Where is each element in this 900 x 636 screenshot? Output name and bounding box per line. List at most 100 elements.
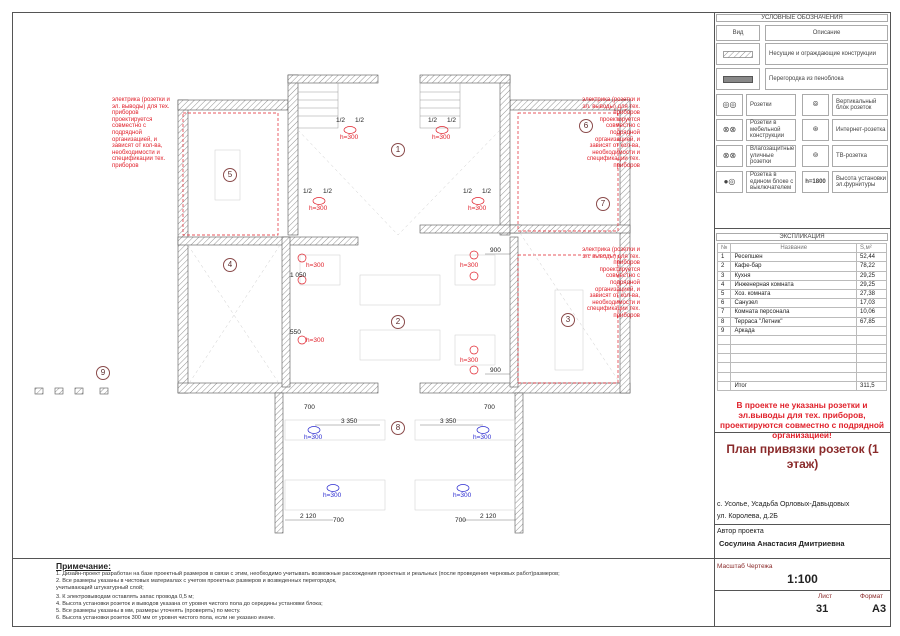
- fraction-label: 1/2: [303, 188, 313, 195]
- stairs: [297, 82, 461, 129]
- height-label-outdoor: h=300: [453, 492, 472, 499]
- dimension-lines: [285, 253, 515, 521]
- legend-symbol-label: Вертикальный блок розеток: [832, 94, 888, 116]
- scale-label: Масштаб Чертежа: [717, 563, 773, 570]
- note-line: 1. Дизайн-проект разработан на базе прое…: [56, 571, 560, 577]
- note-line: 2. Все размеры указаны в чистовых матери…: [56, 578, 337, 584]
- legend-col-desc: Описание: [765, 25, 888, 41]
- socket-icons: [297, 126, 485, 375]
- address-line-2: ул. Королева, д.2Б: [717, 513, 778, 520]
- note-line: учитывающий штукатурный слой;: [56, 585, 144, 591]
- author-label: Автор проекта: [717, 528, 764, 535]
- tech-annotation-left: электрика (розетки и эл. выводы) для тех…: [112, 97, 170, 169]
- height-label-outdoor: h=300: [473, 434, 492, 441]
- note-line: 5. Все размеры указаны в мм, размеры уто…: [56, 608, 241, 614]
- tech-zones: [182, 112, 619, 384]
- height-label: h=300: [309, 205, 328, 212]
- fraction-label: 1/2: [482, 188, 492, 195]
- notes-section: Примечание: 1. Дизайн-проект разработан …: [12, 558, 714, 627]
- height-label: h=300: [468, 205, 487, 212]
- legend-title: УСЛОВНЫЕ ОБОЗНАЧЕНИЯ: [716, 14, 888, 22]
- explication-title: ЭКСПЛИКАЦИЯ: [716, 233, 888, 241]
- furniture: [187, 129, 619, 511]
- height-label-outdoor: h=300: [323, 492, 342, 499]
- warning-text: В проекте не указаны розетки и эл.выводы…: [719, 400, 885, 440]
- legend-desc: Перегородка из пеноблока: [765, 68, 888, 90]
- title-column: [714, 12, 891, 627]
- legend-symbol-label: ТВ-розетка: [832, 145, 888, 167]
- room-marker-3: 3: [561, 313, 575, 327]
- tech-annotation-right-bottom: электрика (розетки и эл. выводы) для тех…: [582, 247, 640, 319]
- legend-desc: Несущие и ограждающие конструкции: [765, 43, 888, 65]
- outdoor-socket-icons: [307, 426, 490, 492]
- room-marker-1: 1: [391, 143, 405, 157]
- room-marker-9: 9: [96, 366, 110, 380]
- furniture-socket-icon: ⊗⊗: [716, 119, 743, 141]
- tech-annotation-right-top: электрика (розетки и эл. выводы) для тех…: [582, 97, 640, 169]
- drawing-title: План привязки розеток (1 этаж): [726, 442, 879, 471]
- room-marker-4: 4: [223, 258, 237, 272]
- note-line: 6. Высота установки розеток 300 мм от ур…: [56, 615, 276, 621]
- internet-socket-icon: ⊛: [802, 119, 829, 141]
- dimension-label: 2 120: [480, 513, 497, 520]
- room-marker-5: 5: [223, 168, 237, 182]
- height-label: h=300: [306, 262, 325, 269]
- dimension-label: 700: [333, 517, 344, 524]
- format-label: Формат: [860, 593, 884, 600]
- note-line: 3. К электровыводам оставлять запас пров…: [56, 594, 194, 600]
- fraction-label: 1/2: [428, 117, 438, 124]
- floor-plan: [34, 74, 631, 534]
- fraction-label: 1/2: [447, 117, 457, 124]
- dimension-label: 2 120: [300, 513, 317, 520]
- notes-title: Примечание:: [56, 561, 111, 571]
- partition-icon: [716, 68, 760, 90]
- scale-value: 1:100: [787, 572, 818, 586]
- tv-socket-icon: ⊚: [802, 145, 829, 167]
- dimension-label: 3 350: [341, 418, 358, 425]
- room-marker-2: 2: [391, 315, 405, 329]
- dimension-label: 900: [490, 247, 501, 254]
- dimension-label: 1 050: [290, 272, 307, 279]
- socket-icon: ◎◎: [716, 94, 743, 116]
- dimension-label: 900: [490, 367, 501, 374]
- legend-symbol-label: Влагозащитные уличные розетки: [746, 145, 796, 167]
- legend-symbol-label: Розетки: [746, 94, 796, 116]
- fraction-label: 1/2: [336, 117, 346, 124]
- room-marker-7: 7: [596, 197, 610, 211]
- fraction-label: 1/2: [323, 188, 333, 195]
- dimension-label: 700: [455, 517, 466, 524]
- height-label-outdoor: h=300: [304, 434, 323, 441]
- load-bearing-wall-icon: [716, 43, 760, 65]
- format-value: А3: [872, 603, 887, 615]
- fraction-label: 1/2: [355, 117, 365, 124]
- legend-symbol-label: Высота установки эл.фурнитуры: [832, 171, 888, 193]
- height-label: h=300: [306, 337, 325, 344]
- sheet-label: Лист: [818, 593, 833, 600]
- vertical-socket-block-icon: ⦾: [802, 94, 829, 116]
- fraction-label: 1/2: [463, 188, 473, 195]
- dimension-label: 700: [484, 404, 495, 411]
- dimension-label: 700: [304, 404, 315, 411]
- height-label: h=300: [432, 134, 451, 141]
- sheet-number: 31: [816, 603, 829, 615]
- address-line-1: с. Усолье, Усадьба Орловых-Давыдовых: [717, 501, 850, 508]
- walls: [34, 74, 631, 534]
- drawing-frame: [12, 12, 891, 627]
- height-sample: h=1800: [802, 171, 829, 193]
- dimension-label: 3 350: [440, 418, 457, 425]
- room-marker-6: 6: [579, 119, 593, 133]
- room-marker-8: 8: [391, 421, 405, 435]
- dimension-label: 550: [290, 329, 301, 336]
- height-label: h=300: [460, 357, 479, 364]
- height-label: h=300: [340, 134, 359, 141]
